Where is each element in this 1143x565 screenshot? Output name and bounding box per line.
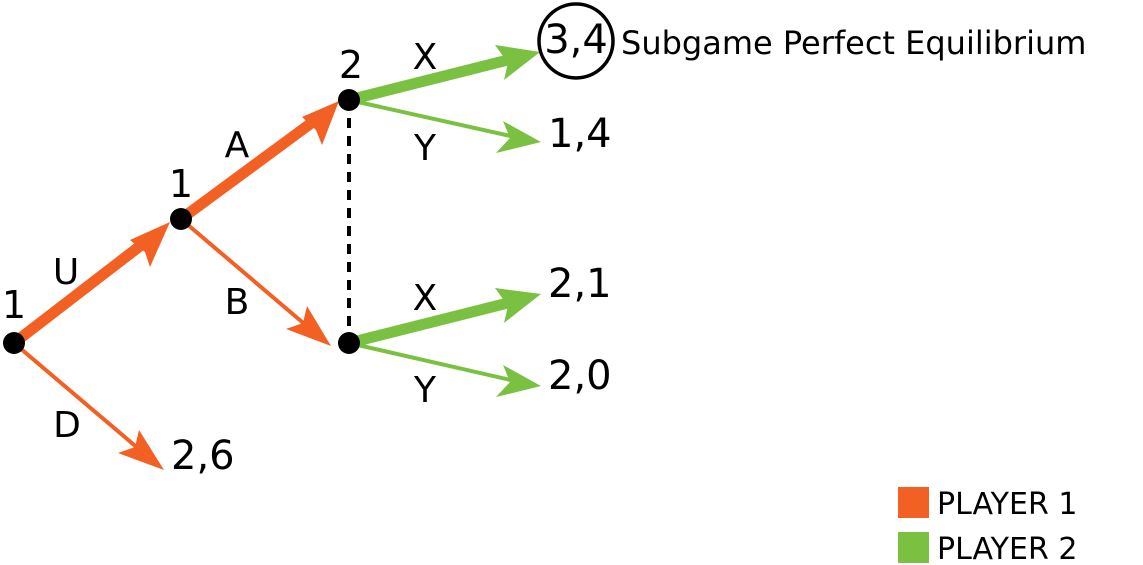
node-root [3, 332, 25, 354]
edge-lower-x-arrowhead [495, 288, 541, 323]
edge-upper-y-line [347, 98, 517, 139]
edge-upper-x-arrowhead [495, 45, 540, 80]
node-p1-second-player-label: 1 [169, 162, 193, 206]
node-player2-upper [338, 89, 360, 111]
move-label-lower-x: X [413, 278, 438, 319]
equilibrium-label: Subgame Perfect Equilibrium [621, 24, 1086, 62]
node-p2-upper-player-label: 2 [339, 43, 363, 87]
move-label-a: A [225, 125, 250, 166]
edge-u-line [8, 240, 146, 349]
edge-b-line [179, 217, 310, 329]
edge-a-arrowhead [302, 101, 339, 145]
equilibrium-circle [537, 2, 615, 80]
legend-label-player1: PLAYER 1 [937, 487, 1077, 522]
payoff-d: 2,6 [171, 433, 235, 479]
edge-upper-x-line [343, 54, 514, 106]
payoff-upper-y: 1,4 [548, 111, 612, 157]
move-label-upper-y: Y [413, 128, 437, 169]
legend-label-player2: PLAYER 2 [937, 532, 1077, 565]
legend: PLAYER 1 PLAYER 2 [898, 487, 1077, 565]
payoff-lower-y: 2,0 [548, 353, 612, 399]
edge-upper-y-arrowhead [496, 121, 541, 153]
edge-d-arrowhead [118, 430, 164, 470]
player1-edges [8, 101, 339, 470]
edge-lower-y-arrowhead [496, 365, 541, 397]
node-player1-second [170, 208, 192, 230]
move-label-upper-x: X [413, 37, 438, 78]
player2-edges [343, 45, 541, 397]
edge-lower-y-line [347, 341, 517, 383]
move-label-b: B [225, 282, 250, 323]
move-label-lower-y: Y [413, 370, 437, 411]
move-label-d: D [53, 405, 81, 446]
node-root-player-label: 1 [2, 283, 26, 327]
payoff-lower-x: 2,1 [548, 261, 612, 307]
edge-b-arrowhead [286, 306, 331, 346]
node-player2-lower [338, 332, 360, 354]
move-label-u: U [53, 252, 79, 293]
edge-d-line [12, 341, 142, 452]
legend-swatch-player2 [898, 532, 929, 563]
payoff-upper-x: 3,4 [544, 17, 608, 63]
edge-u-arrowhead [130, 222, 170, 267]
legend-swatch-player1 [898, 487, 929, 518]
edge-lower-x-line [343, 297, 514, 349]
edge-a-line [175, 118, 316, 225]
